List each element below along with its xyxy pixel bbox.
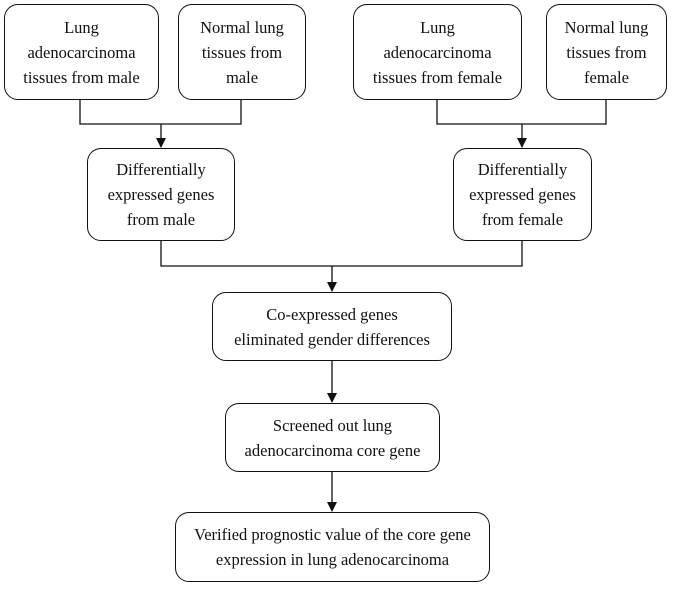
female-normal-tissue-box: Normal lung tissues from female [546,4,667,100]
male-tumor-tissue-box: Lung adenocarcinoma tissues from male [4,4,159,100]
coexpressed-genes-box: Co-expressed genes eliminated gender dif… [212,292,452,361]
male-tumor-tissue-label: Lung adenocarcinoma tissues from male [23,17,140,87]
coexpressed-genes-label: Co-expressed genes eliminated gender dif… [234,304,430,349]
deg-female-label: Differentially expressed genes from fema… [469,160,576,229]
female-tumor-tissue-box: Lung adenocarcinoma tissues from female [353,4,522,100]
deg-male-label: Differentially expressed genes from male [107,160,215,229]
female-normal-tissue-label: Normal lung tissues from female [564,17,649,87]
deg-male-box: Differentially expressed genes from male [87,148,235,241]
female-tumor-tissue-label: Lung adenocarcinoma tissues from female [372,17,503,87]
male-normal-tissue-label: Normal lung tissues from male [200,17,284,87]
male-normal-tissue-box: Normal lung tissues from male [178,4,306,100]
male-bracket-line [79,100,242,125]
deg-bracket-line [160,241,523,267]
prognostic-value-box: Verified prognostic value of the core ge… [175,512,490,582]
prognostic-value-label: Verified prognostic value of the core ge… [194,525,471,569]
core-gene-label: Screened out lung adenocarcinoma core ge… [244,415,421,460]
deg-female-box: Differentially expressed genes from fema… [453,148,592,241]
core-gene-box: Screened out lung adenocarcinoma core ge… [225,403,440,472]
female-bracket-line [436,100,607,125]
